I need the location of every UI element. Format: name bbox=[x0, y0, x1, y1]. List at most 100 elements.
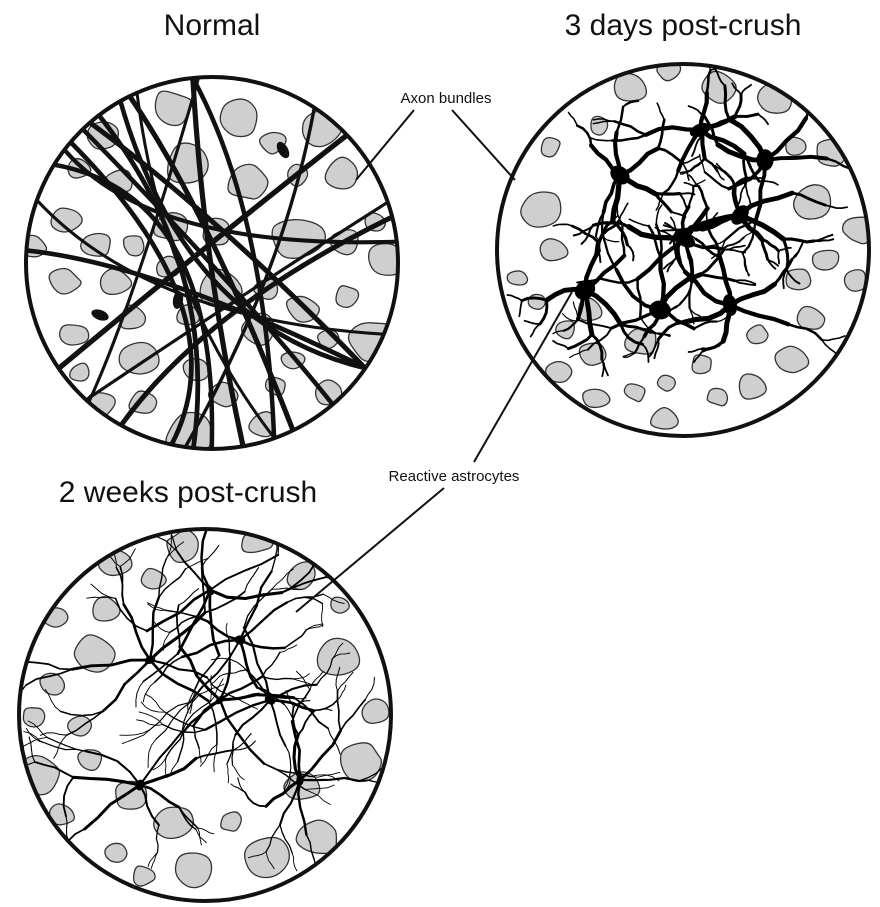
scar-astrocyte-process bbox=[341, 700, 366, 731]
axon-bundle bbox=[707, 388, 727, 405]
reactive-astrocyte-process bbox=[779, 248, 791, 251]
reactive-astrocyte-process bbox=[577, 126, 591, 146]
axon-bundle bbox=[317, 638, 359, 675]
axon-bundle bbox=[747, 325, 768, 344]
three-days-nerve-cross-section bbox=[497, 57, 880, 436]
axon-bundle bbox=[797, 306, 825, 329]
reactive-astrocyte-process bbox=[778, 251, 779, 264]
panel-title-2-weeks: 2 weeks post-crush bbox=[59, 476, 317, 509]
axon-bundle bbox=[692, 355, 711, 374]
reactive-astrocyte-process bbox=[602, 234, 616, 269]
scar-astrocyte-process bbox=[210, 590, 282, 599]
reactive-astrocyte-process bbox=[604, 238, 619, 242]
reactive-astrocyte-process bbox=[735, 95, 741, 117]
reactive-astrocyte-process bbox=[750, 178, 761, 179]
reactive-astrocyte-process bbox=[701, 275, 735, 281]
reactive-astrocyte-process bbox=[699, 186, 708, 208]
scar-astrocyte-process bbox=[196, 829, 207, 842]
scar-astrocyte-process bbox=[29, 854, 49, 873]
axon-bundle bbox=[651, 408, 679, 429]
leader-line-axon-bundles-3-days bbox=[452, 110, 515, 180]
callout-reactive-astrocytes: Reactive astrocytes bbox=[389, 468, 520, 485]
axon-bundle bbox=[812, 250, 838, 270]
axon-bundle bbox=[507, 271, 527, 285]
scar-astrocyte-process bbox=[24, 662, 72, 670]
scar-astrocyte-process bbox=[124, 604, 150, 660]
reactive-astrocyte-process bbox=[655, 194, 680, 195]
axon-bundle bbox=[786, 269, 811, 290]
scar-astrocyte-process bbox=[245, 792, 266, 806]
reactive-astrocyte-process bbox=[629, 219, 649, 226]
reactive-astrocyte-process bbox=[725, 172, 735, 187]
leader-line-astrocytes-2-weeks bbox=[296, 488, 444, 612]
reactive-astrocyte-process bbox=[863, 158, 880, 171]
scar-astrocyte-process bbox=[198, 828, 214, 834]
scar-astrocyte-process bbox=[272, 525, 278, 571]
axon-bundle bbox=[325, 157, 357, 189]
axon-bundle bbox=[105, 843, 127, 862]
reactive-astrocyte-process bbox=[591, 138, 612, 141]
reactive-astrocyte-process bbox=[739, 185, 745, 203]
scar-astrocyte-process bbox=[313, 700, 338, 710]
panel-title-normal: Normal bbox=[164, 9, 261, 42]
reactive-astrocyte-process bbox=[717, 171, 724, 180]
axon-bundle bbox=[369, 244, 407, 276]
axon-bundle bbox=[624, 384, 645, 402]
reactive-astrocyte-process bbox=[705, 172, 729, 189]
reactive-astrocyte-process bbox=[784, 239, 788, 269]
scar-astrocyte-process bbox=[233, 765, 245, 780]
scar-astrocyte-process bbox=[317, 868, 335, 879]
reactive-astrocyte-process bbox=[784, 239, 815, 242]
axon-bundle bbox=[296, 820, 336, 853]
scar-astrocyte-process bbox=[120, 730, 150, 736]
scar-astrocyte-process bbox=[292, 679, 310, 684]
scar-astrocyte-process bbox=[298, 711, 314, 735]
reactive-astrocyte-process bbox=[664, 256, 679, 269]
reactive-astrocyte-process bbox=[730, 305, 788, 324]
scar-astrocyte-process bbox=[262, 652, 280, 676]
scar-astrocyte-process bbox=[240, 640, 285, 648]
scar-astrocyte-process bbox=[322, 604, 323, 627]
axon-bundle bbox=[176, 853, 212, 888]
axon-bundle bbox=[739, 374, 766, 399]
axon-bundle bbox=[40, 673, 64, 695]
scar-astrocyte-process bbox=[245, 568, 259, 592]
axon-bundle bbox=[81, 233, 111, 256]
reactive-astrocyte-process bbox=[735, 114, 758, 117]
axon-bundle bbox=[541, 138, 560, 157]
scar-astrocyte-process bbox=[300, 731, 341, 780]
scar-astrocyte-process bbox=[394, 790, 406, 809]
scar-astrocyte-process bbox=[202, 546, 219, 568]
axon-bundle bbox=[775, 346, 809, 372]
reactive-astrocyte-process bbox=[531, 324, 540, 337]
axon-bundle bbox=[657, 375, 675, 391]
scar-astrocyte-process bbox=[227, 764, 229, 783]
reactive-astrocyte-process bbox=[657, 103, 664, 120]
reactive-astrocyte-process bbox=[745, 185, 750, 204]
reactive-astrocyte-process bbox=[619, 203, 628, 220]
glial-cell-body bbox=[90, 307, 110, 323]
scar-astrocyte-process bbox=[26, 728, 46, 743]
reactive-astrocyte-process bbox=[622, 224, 624, 256]
axon-bundle bbox=[60, 325, 89, 345]
axon-bundle bbox=[794, 185, 831, 219]
reactive-astrocyte-process bbox=[703, 341, 723, 351]
reactive-astrocyte-process bbox=[627, 245, 633, 261]
reactive-astrocyte-process bbox=[658, 148, 683, 163]
reactive-astrocyte-process bbox=[705, 57, 711, 70]
scar-astrocyte-process bbox=[391, 754, 412, 764]
reactive-astrocyte-process bbox=[525, 321, 540, 324]
reactive-astrocyte-process bbox=[580, 321, 611, 329]
axon-bundle bbox=[221, 812, 242, 831]
axon-bundle bbox=[70, 363, 89, 381]
axon-bundle bbox=[583, 389, 610, 407]
reactive-astrocyte-process bbox=[620, 175, 655, 194]
scar-astrocyte-process bbox=[61, 711, 103, 715]
scar-astrocyte-process bbox=[210, 555, 278, 590]
reactive-astrocyte-process bbox=[663, 171, 679, 194]
reactive-astrocyte-process bbox=[689, 349, 703, 352]
axon-bundle bbox=[16, 756, 60, 795]
axon-bundle bbox=[521, 192, 561, 227]
leader-line-axon-bundles-normal bbox=[356, 110, 414, 180]
